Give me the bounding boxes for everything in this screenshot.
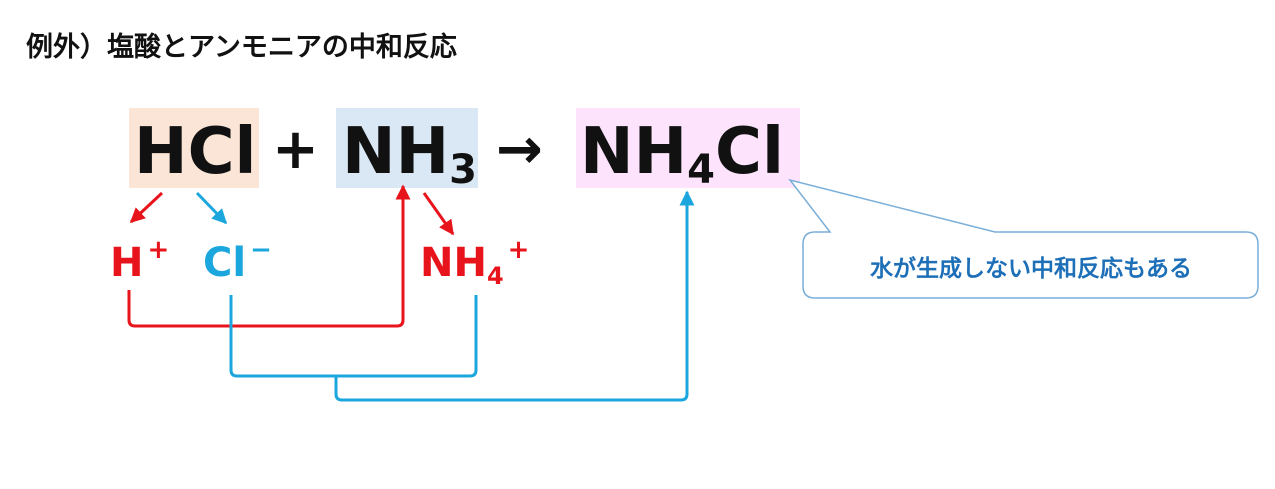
nh4-plus-symbol: NH — [420, 240, 487, 286]
hcl-to-cl-arrow — [195, 191, 228, 225]
hcl-highlight-box — [129, 108, 259, 188]
nh4cl-formula: NH4Cl — [580, 120, 784, 190]
nh4cl-main-text: NH — [580, 115, 688, 189]
nh4cl-tail-text: Cl — [714, 115, 784, 189]
nh4-plus-ion: NH4+ — [420, 237, 529, 288]
cl-minus-symbol: Cl — [203, 240, 247, 286]
cl-minus-charge: − — [250, 235, 272, 265]
callout-text: 水が生成しない中和反応もある — [870, 256, 1192, 282]
nh3-to-nh4-arrow — [422, 192, 455, 236]
combined-to-nh4cl-path — [334, 190, 695, 402]
h-plus-charge: + — [147, 235, 170, 265]
nh3-formula: NH3 — [342, 120, 477, 190]
cl-minus-ion: Cl− — [203, 237, 272, 286]
plus-sign: + — [272, 117, 319, 182]
page-title: 例外）塩酸とアンモニアの中和反応 — [26, 32, 457, 63]
h-plus-symbol: H — [110, 240, 144, 286]
nh3-subscript: 3 — [449, 147, 477, 193]
h-plus-ion: H+ — [110, 237, 169, 286]
nh4-plus-subscript: 4 — [486, 262, 504, 290]
cl-minus-to-nh4-plus-path — [229, 295, 478, 378]
hcl-text: HCl — [134, 115, 257, 189]
nh3-highlight-box — [336, 108, 478, 188]
nh4cl-highlight-box — [576, 108, 800, 188]
nh4cl-subscript: 4 — [687, 147, 715, 193]
nh3-main-text: NH — [342, 115, 450, 189]
callout-bubble — [788, 178, 1259, 299]
h-plus-to-nh3-path — [127, 184, 411, 328]
nh4-plus-charge: + — [507, 235, 530, 265]
reaction-arrow: → — [496, 117, 543, 182]
hcl-formula: HCl — [134, 120, 256, 184]
hcl-to-h-arrow — [129, 191, 164, 224]
